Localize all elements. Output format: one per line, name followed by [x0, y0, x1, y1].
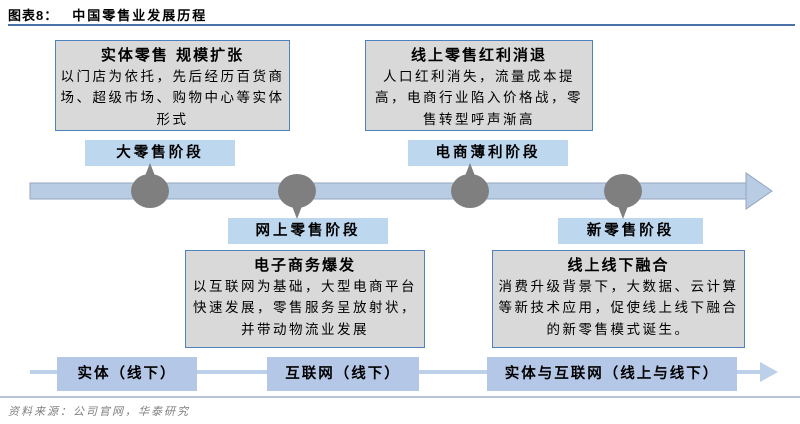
- figure-header: 图表8： 中国零售业发展历程: [8, 5, 207, 25]
- infobox-title: 实体零售 规模扩张: [100, 46, 245, 64]
- infobox-ecommerce-boom: 电子商务爆发 以互联网为基础，大型电商平台快速发展，零售服务呈放射状，并带动物流…: [185, 250, 425, 348]
- infobox-online-offline-integration: 线上线下融合 消费升级背景下，大数据、云计算等新技术应用，促使线上线下融合的新零…: [492, 250, 745, 348]
- infobox-body: 以互联网为基础，大型电商平台快速发展，零售服务呈放射状，并带动物流业发展: [193, 278, 417, 338]
- timeline-node: [131, 174, 169, 208]
- title-underline: [8, 24, 795, 26]
- infobox-title: 电子商务爆发: [253, 256, 356, 274]
- stage-label-big-retail: 大零售阶段: [85, 140, 235, 166]
- infobox-title: 线上零售红利消退: [410, 46, 547, 64]
- stage-label-ecommerce-thin-profit: 电商薄利阶段: [408, 140, 568, 166]
- timeline-node: [604, 174, 642, 208]
- channel-item-physical: 实体（线下）: [57, 357, 197, 391]
- figure-label: 图表8：: [8, 8, 59, 23]
- stage-label-new-retail: 新零售阶段: [558, 218, 703, 244]
- infobox-body: 以门店为依托，先后经历百货商场、超级市场、购物中心等实体形式: [60, 68, 285, 128]
- stage-label-online-retail: 网上零售阶段: [228, 218, 388, 244]
- channel-item-physical-and-internet: 实体与互联网（线上与线下）: [487, 357, 737, 391]
- source-note: 资料来源：公司官网，华泰研究: [8, 405, 190, 418]
- infobox-physical-retail-expansion: 实体零售 规模扩张 以门店为依托，先后经历百货商场、超级市场、购物中心等实体形式: [55, 40, 290, 131]
- channel-item-internet: 互联网（线下）: [267, 357, 419, 391]
- infobox-body: 消费升级背景下，大数据、云计算等新技术应用，促使线上线下融合的新零售模式诞生。: [498, 278, 739, 338]
- footer-divider: [0, 396, 800, 398]
- infobox-body: 人口红利消失，流量成本提高，电商行业陷入价格战，零售转型呼声渐高: [375, 68, 583, 128]
- timeline-arrow: [29, 163, 773, 219]
- infobox-title: 线上线下融合: [567, 256, 670, 274]
- bottom-arrowhead-icon: [760, 362, 778, 382]
- timeline-arrowhead-icon: [745, 172, 773, 210]
- timeline-node: [451, 174, 489, 208]
- timeline-node: [278, 174, 316, 208]
- page-title: 中国零售业发展历程: [72, 8, 208, 23]
- infobox-online-dividend-fading: 线上零售红利消退 人口红利消失，流量成本提高，电商行业陷入价格战，零售转型呼声渐…: [365, 40, 593, 131]
